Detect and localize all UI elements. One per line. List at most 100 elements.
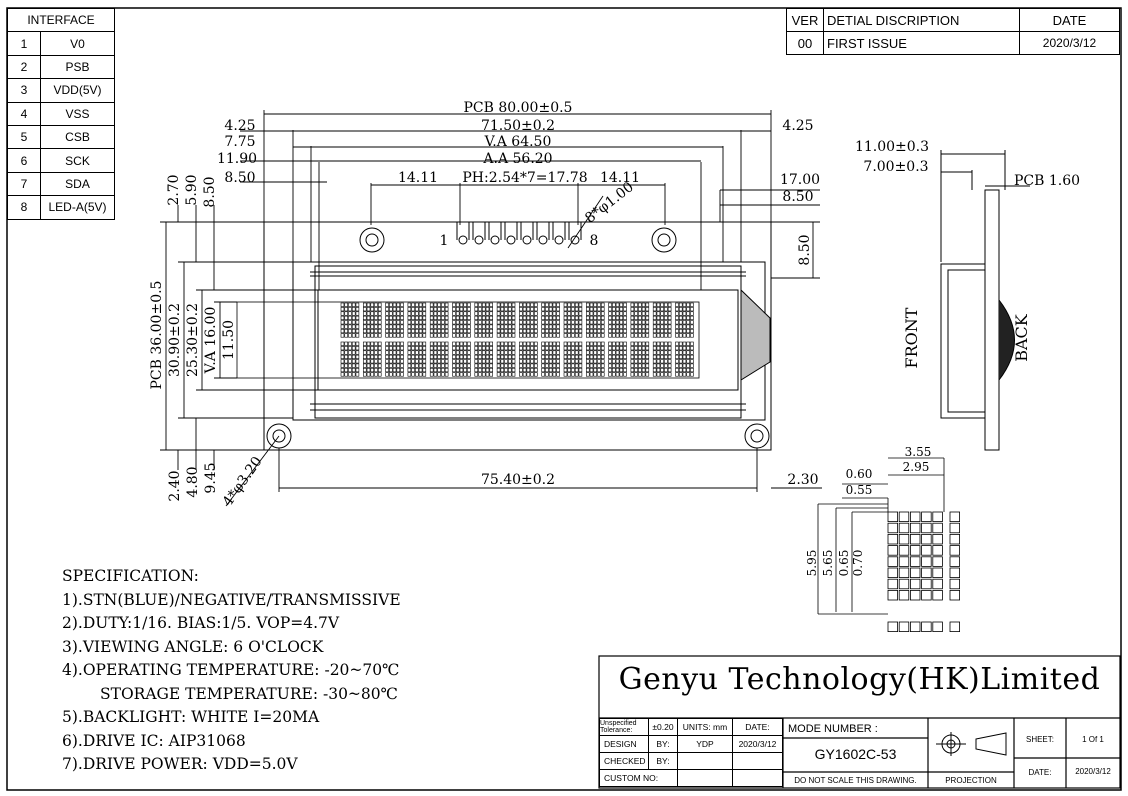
- detail-dot: [910, 534, 921, 545]
- pin-number: 7: [7, 171, 41, 197]
- detail-dot: [898, 567, 910, 579]
- tb-date-label: DATE:: [732, 718, 783, 736]
- spec-line: STORAGE TEMPERATURE: -30~80℃: [100, 684, 398, 703]
- dim-label: 4.25: [782, 118, 813, 134]
- tb-design: DESIGN: [599, 735, 649, 753]
- detail-dot: [898, 522, 910, 534]
- character-cell: [452, 341, 471, 377]
- detail-dot: [887, 621, 899, 633]
- pin-name: VDD(5V): [40, 78, 115, 103]
- detail-dot: [921, 511, 932, 523]
- spec-line: 2).DUTY:1/16. BIAS:1/5. VOP=4.7V: [62, 614, 340, 632]
- dim-label: 8.50: [782, 189, 813, 205]
- detail-dot: [921, 534, 932, 545]
- pin-last-label: 8: [590, 233, 599, 249]
- tb-unspec: Unspecified Tolerance:: [599, 718, 649, 736]
- detail-dot: [898, 621, 910, 633]
- dim-label: 11.00±0.3: [855, 139, 929, 155]
- character-cell: [385, 302, 404, 338]
- dot-matrix-detail: [887, 511, 961, 633]
- dim-label: 0.70: [851, 550, 865, 577]
- mount-hole: [359, 227, 385, 253]
- dimension-lines: [160, 110, 822, 507]
- dim-label: 11.50: [221, 320, 237, 360]
- detail-dot: [887, 534, 899, 545]
- dim-label: PCB 80.00±0.5: [464, 100, 573, 116]
- dim-label: 9.45: [203, 462, 219, 493]
- character-cell: [563, 341, 583, 377]
- detail-dot: [921, 567, 932, 579]
- detail-dot: [949, 556, 961, 567]
- tb-sheet: 1 Of 1: [1082, 735, 1104, 744]
- tb-no-scale: DO NOT SCALE THIS DRAWING.: [794, 776, 917, 785]
- character-cell: [496, 341, 516, 377]
- character-cell: [608, 302, 627, 338]
- detail-dot: [949, 534, 961, 545]
- dim-label: 4.80: [185, 466, 201, 497]
- spec-line: 4).OPERATING TEMPERATURE: -20~70℃: [62, 661, 400, 679]
- tb-design-date: 2020/3/12: [732, 735, 783, 753]
- spec-line: 7).DRIVE POWER: VDD=5.0V: [62, 755, 298, 773]
- detail-dot: [887, 545, 899, 556]
- character-cell: [585, 341, 605, 377]
- pin-number: 1: [7, 31, 41, 56]
- detail-dot: [898, 534, 910, 545]
- character-cell: [652, 341, 672, 377]
- tb-checked-by: BY:: [648, 752, 678, 770]
- detail-dot: [949, 545, 961, 556]
- detail-dot: [898, 590, 910, 601]
- tb-mode-label: MODE NUMBER :: [788, 723, 878, 735]
- rev-desc: FIRST ISSUE: [823, 31, 1020, 55]
- back-label: BACK: [1012, 313, 1031, 362]
- character-cell: [340, 341, 360, 377]
- detail-dot: [932, 534, 943, 545]
- detail-dot: [910, 578, 921, 590]
- dim-label: 30.90±0.2: [167, 303, 183, 377]
- character-cell: [385, 341, 404, 377]
- tb-designer: YDP: [677, 735, 733, 753]
- dim-label: 17.00: [780, 172, 820, 188]
- dim-label: 0.55: [846, 483, 873, 497]
- character-cell: [429, 302, 449, 338]
- detail-dot: [932, 567, 943, 579]
- detail-dot: [910, 511, 921, 523]
- detail-dot: [949, 578, 961, 590]
- dim-label: 2.30: [787, 472, 818, 488]
- dim-label: 0.65: [837, 550, 851, 577]
- spec-title: SPECIFICATION:: [62, 567, 199, 585]
- rev-ver: 00: [786, 31, 824, 55]
- viewing-area: [317, 289, 739, 391]
- mount-hole: [744, 423, 770, 449]
- pin-first-label: 1: [440, 233, 449, 249]
- detail-dot: [910, 567, 921, 579]
- lcd-side-view: [940, 150, 1030, 451]
- detail-dot: [949, 590, 961, 601]
- tb-custom: CUSTOM NO:: [599, 769, 678, 787]
- spec-line: 1).STN(BLUE)/NEGATIVE/TRANSMISSIVE: [62, 590, 401, 609]
- detail-dot: [921, 621, 932, 633]
- character-cell: [407, 302, 427, 338]
- detail-dot: [887, 578, 899, 590]
- pin-name: CSB: [40, 124, 115, 150]
- detail-dot: [949, 621, 961, 633]
- pin-name: LED-A(5V): [40, 195, 115, 220]
- dim-label: 2.70: [166, 174, 182, 205]
- tb-mode-number: GY1602C-53: [814, 746, 897, 762]
- dim-label: PH:2.54*7=17.78: [462, 170, 587, 186]
- dim-label: 14.11: [398, 170, 438, 186]
- dim-label: 4.25: [224, 118, 255, 134]
- detail-dot: [887, 567, 899, 579]
- tb-by: BY:: [648, 735, 678, 753]
- spec-line: 5).BACKLIGHT: WHITE I=20MA: [62, 708, 320, 726]
- dim-label: 14.11: [600, 170, 640, 186]
- dim-label: 8.50: [202, 176, 218, 207]
- detail-dot: [949, 567, 961, 579]
- detail-dot: [898, 511, 910, 523]
- character-cell: [630, 302, 650, 338]
- tb-date2-label: DATE:: [1028, 768, 1052, 777]
- dim-label: 3.55: [905, 445, 932, 459]
- pin-name: V0: [40, 31, 115, 56]
